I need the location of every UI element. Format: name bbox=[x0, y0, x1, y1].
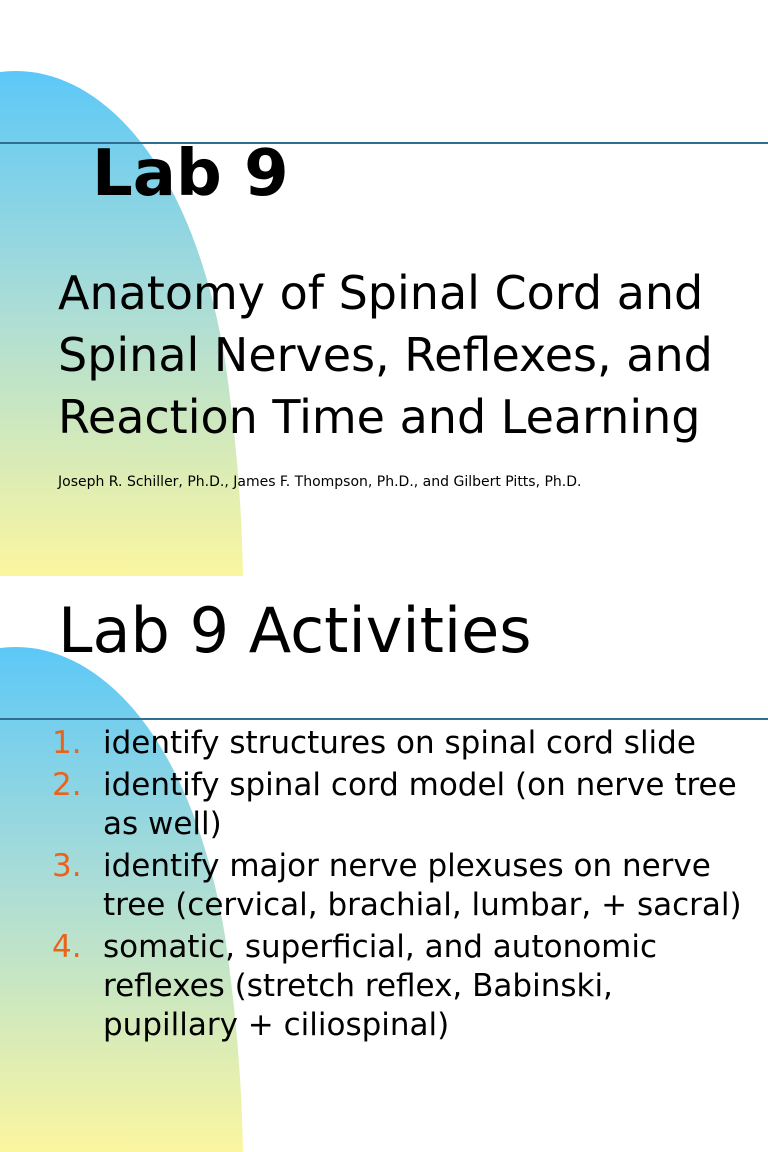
list-item: 3. identify major nerve plexuses on nerv… bbox=[52, 847, 752, 925]
list-item-text: identify spinal cord model (on nerve tre… bbox=[103, 767, 737, 842]
slide-title-text: Lab 9 bbox=[92, 137, 289, 211]
subtitle-line: Spinal Nerves, Reflexes, and bbox=[58, 328, 713, 382]
slide-subtitle: Anatomy of Spinal Cord and Spinal Nerves… bbox=[58, 262, 758, 448]
list-item-text: identify structures on spinal cord slide bbox=[103, 725, 696, 761]
subtitle-line: Reaction Time and Learning bbox=[58, 390, 701, 444]
list-item-number: 1. bbox=[52, 725, 82, 761]
subtitle-line: Anatomy of Spinal Cord and bbox=[58, 266, 704, 320]
list-item-number: 4. bbox=[52, 929, 82, 965]
slide-title: Lab 9 Anatomy of Spinal Cord and Spinal … bbox=[0, 70, 768, 576]
list-item: 4. somatic, superficial, and autonomic r… bbox=[52, 928, 752, 1045]
list-item-text: somatic, superficial, and autonomic refl… bbox=[103, 929, 658, 1043]
authors-credit: Joseph R. Schiller, Ph.D., James F. Thom… bbox=[58, 474, 582, 490]
title-rule bbox=[0, 718, 768, 720]
list-item-text: identify major nerve plexuses on nerve t… bbox=[103, 848, 742, 923]
title-rule bbox=[0, 142, 768, 144]
activities-title: Lab 9 Activities bbox=[58, 594, 532, 667]
list-item: 1. identify structures on spinal cord sl… bbox=[52, 724, 752, 763]
list-item-number: 2. bbox=[52, 767, 82, 803]
activities-list: 1. identify structures on spinal cord sl… bbox=[52, 724, 752, 1048]
decorative-gradient-shape bbox=[0, 70, 243, 576]
list-item: 2. identify spinal cord model (on nerve … bbox=[52, 766, 752, 844]
list-item-number: 3. bbox=[52, 848, 82, 884]
